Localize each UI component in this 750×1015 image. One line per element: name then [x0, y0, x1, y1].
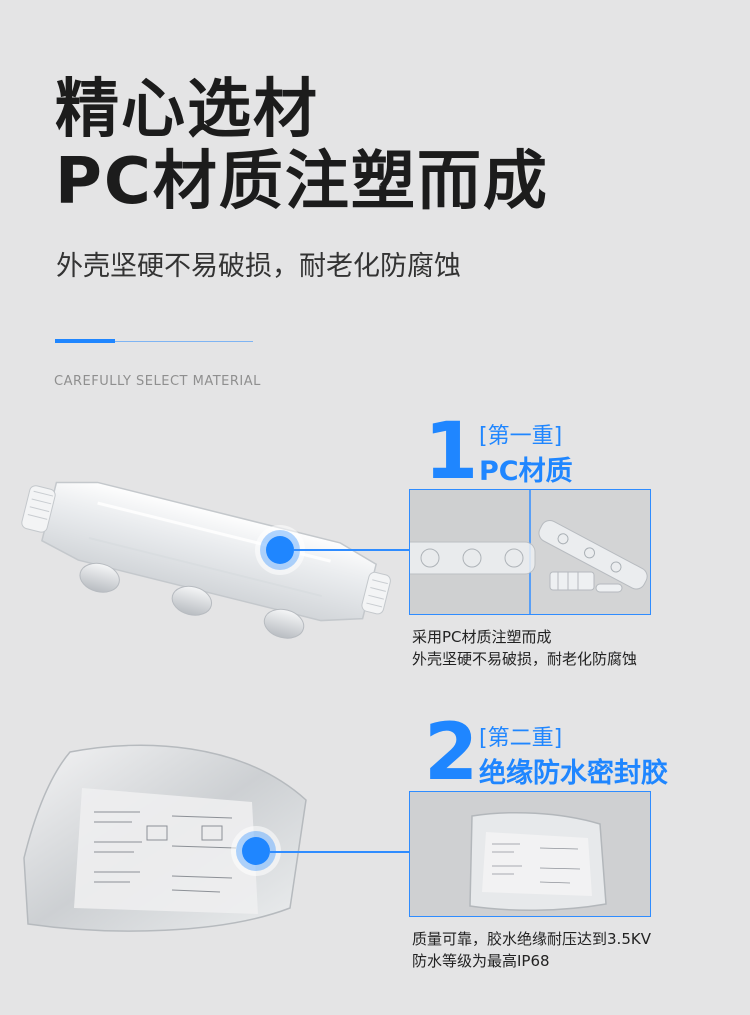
feature-2-number: 2 — [424, 708, 479, 798]
feature-1-number: 1 — [424, 407, 479, 497]
feature-1-tier: [第一重] — [479, 424, 563, 449]
feature-2-desc-line-1: 质量可靠，胶水绝缘耐压达到3.5KV — [412, 930, 651, 948]
headline-line-2: PC材质注塑而成 — [55, 145, 549, 219]
divider-line — [55, 341, 253, 342]
hotspot-marker-1[interactable] — [266, 536, 294, 564]
feature-1-photo — [410, 490, 650, 614]
pc-connector-image — [21, 481, 391, 639]
feature-1-desc-line-2: 外壳坚硬不易破损，耐老化防腐蚀 — [412, 650, 638, 668]
headline-line-1: 精心选材 — [55, 73, 319, 147]
feature-2-desc: 质量可靠，胶水绝缘耐压达到3.5KV 防水等级为最高IP68 — [412, 928, 651, 972]
hotspot-marker-2[interactable] — [242, 837, 270, 865]
feature-1-desc: 采用PC材质注塑而成 外壳坚硬不易破损，耐老化防腐蚀 — [412, 626, 637, 670]
feature-2-photo-frame — [409, 791, 651, 917]
feature-2-photo — [410, 792, 650, 916]
feature-2-title: 绝缘防水密封胶 — [479, 758, 668, 789]
feature-2-tier: [第二重] — [479, 726, 563, 751]
feature-1-photo-frame — [409, 489, 651, 615]
feature-1-desc-line-1: 采用PC材质注塑而成 — [412, 628, 552, 646]
connector-line-1 — [294, 549, 410, 551]
headline-subtitle: 外壳坚硬不易破损，耐老化防腐蚀 — [56, 251, 461, 282]
feature-2-desc-line-2: 防水等级为最高IP68 — [412, 952, 550, 970]
connector-line-2 — [270, 851, 410, 853]
sealant-pack-image — [23, 744, 307, 932]
english-label: CAREFULLY SELECT MATERIAL — [54, 374, 261, 389]
feature-1-title: PC材质 — [479, 456, 573, 487]
divider-accent — [55, 339, 115, 343]
